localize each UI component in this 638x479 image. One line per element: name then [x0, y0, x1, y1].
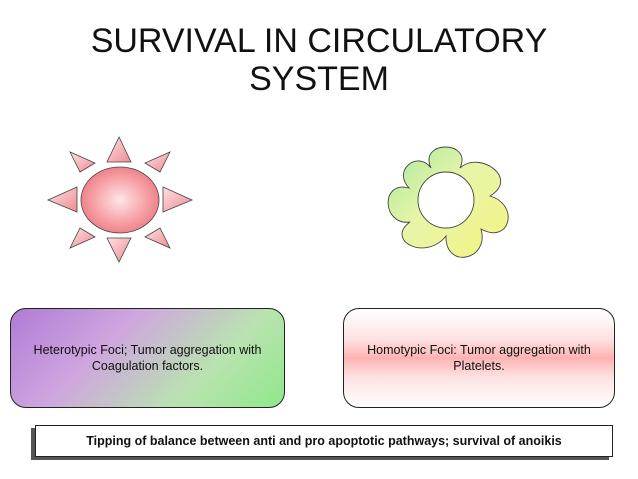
sun-ray-bottom: [106, 237, 132, 263]
homotypic-foci-line-1: Homotypic Foci: Tumor aggregation with: [367, 343, 591, 357]
flower-shape-icon: [387, 146, 509, 258]
sun-ray-left: [46, 186, 78, 213]
heterotypic-foci-box: Heterotypic Foci; Tumor aggregation with…: [10, 308, 285, 408]
homotypic-foci-box: Homotypic Foci: Tumor aggregation with P…: [343, 308, 615, 408]
title-line-1: SURVIVAL IN CIRCULATORY: [90, 22, 548, 60]
sun-core: [80, 166, 160, 234]
heterotypic-foci-text: Heterotypic Foci; Tumor aggregation with…: [34, 342, 262, 374]
slide-title: SURVIVAL IN CIRCULATORY SYSTEM: [0, 22, 638, 98]
anoikis-banner: Tipping of balance between anti and pro …: [35, 425, 613, 457]
anoikis-banner-text: Tipping of balance between anti and pro …: [86, 434, 562, 448]
sun-ray-right: [162, 186, 194, 213]
title-line-2: SYSTEM: [249, 60, 389, 98]
sun-rays: [46, 136, 194, 263]
homotypic-foci-text: Homotypic Foci: Tumor aggregation with P…: [367, 342, 591, 374]
sun-ray-bottom-left: [69, 227, 96, 249]
flower-body: [387, 146, 509, 258]
sun-ray-top-right: [144, 151, 171, 173]
sun-ray-top-left: [69, 151, 96, 173]
heterotypic-foci-line-2: Coagulation factors.: [91, 359, 204, 373]
homotypic-foci-line-2: Platelets.: [453, 359, 505, 373]
sun-ray-top: [106, 136, 132, 163]
sun-ray-bottom-right: [144, 227, 171, 249]
sun-shape-icon: [46, 136, 194, 263]
heterotypic-foci-line-1: Heterotypic Foci; Tumor aggregation with: [33, 343, 262, 357]
